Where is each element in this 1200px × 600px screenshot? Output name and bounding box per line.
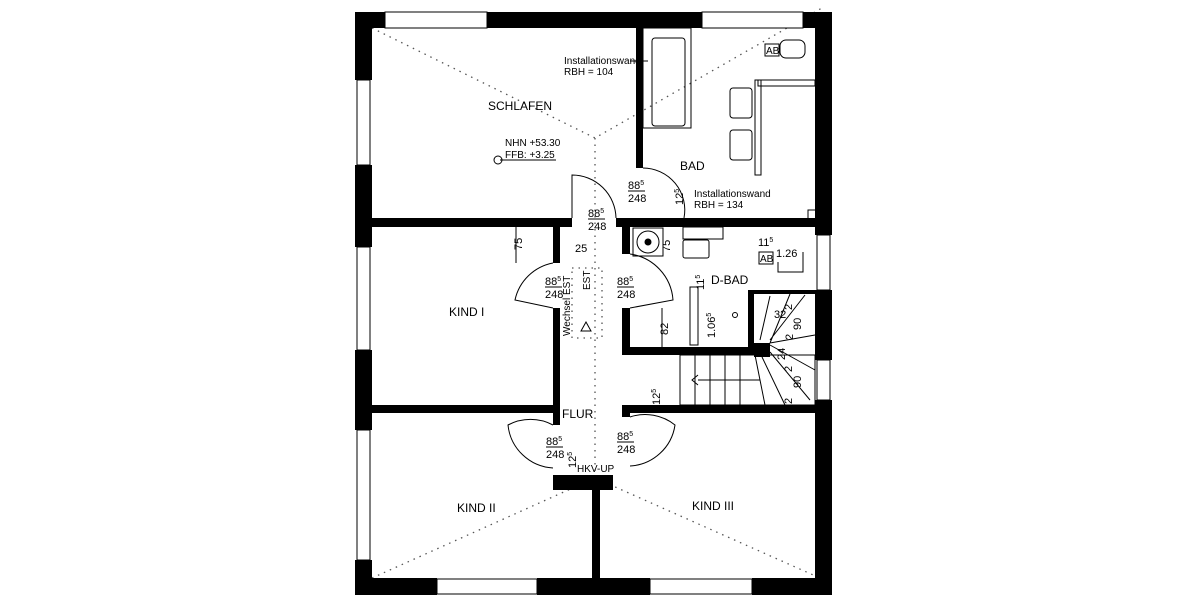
svg-text:1.065: 1.065 bbox=[706, 313, 718, 338]
room-label-bad: BAD bbox=[680, 159, 705, 173]
svg-text:90: 90 bbox=[792, 318, 804, 330]
svg-text:125: 125 bbox=[651, 389, 663, 405]
arrow-icon bbox=[580, 320, 592, 332]
window bbox=[701, 11, 804, 29]
window bbox=[356, 429, 371, 561]
svg-text:248: 248 bbox=[628, 193, 646, 205]
installation-wall-label: Installationswand bbox=[694, 189, 771, 200]
elevation-nhn: NHN +53.30 bbox=[505, 138, 561, 149]
bathtub bbox=[642, 27, 692, 129]
interior-walls bbox=[372, 28, 815, 578]
svg-text:885: 885 bbox=[546, 436, 562, 448]
elevation-ffb: FFB: +3.25 bbox=[505, 150, 555, 161]
svg-text:248: 248 bbox=[588, 221, 606, 233]
bathroom-fixtures bbox=[632, 27, 817, 346]
room-label-d-bad: D-BAD bbox=[711, 273, 749, 287]
svg-text:2: 2 bbox=[783, 304, 795, 310]
svg-text:32: 32 bbox=[774, 309, 786, 321]
window bbox=[816, 234, 831, 291]
sink bbox=[729, 87, 753, 119]
svg-text:125: 125 bbox=[567, 452, 579, 468]
svg-text:25: 25 bbox=[575, 243, 587, 255]
toilet bbox=[779, 39, 806, 59]
installation-wall-rbh: RBH = 134 bbox=[694, 200, 744, 211]
installation-wall-label: Installationswand bbox=[564, 56, 641, 67]
window bbox=[649, 578, 753, 595]
svg-text:2: 2 bbox=[783, 398, 795, 404]
svg-text:90: 90 bbox=[792, 376, 804, 388]
svg-text:115: 115 bbox=[758, 237, 773, 249]
est-label: EST bbox=[582, 271, 593, 290]
svg-text:1.26: 1.26 bbox=[776, 248, 797, 260]
svg-text:248: 248 bbox=[617, 444, 635, 456]
svg-text:2: 2 bbox=[783, 366, 795, 372]
room-label-kind-1: KIND I bbox=[449, 305, 484, 319]
svg-text:75: 75 bbox=[513, 238, 525, 250]
outer-walls bbox=[355, 11, 832, 595]
stair-opening bbox=[571, 267, 603, 339]
roof-lines bbox=[371, 7, 823, 579]
svg-text:115: 115 bbox=[695, 275, 707, 290]
room-label-kind-3: KIND III bbox=[692, 499, 734, 513]
svg-text:885: 885 bbox=[545, 276, 561, 288]
window bbox=[356, 79, 371, 166]
window bbox=[816, 359, 831, 401]
svg-text:248: 248 bbox=[617, 289, 635, 301]
installation-wall-rbh: RBH = 104 bbox=[564, 67, 614, 78]
svg-text:248: 248 bbox=[545, 289, 563, 301]
elevation-marker-icon bbox=[493, 155, 503, 165]
svg-text:75: 75 bbox=[661, 240, 673, 252]
svg-text:82: 82 bbox=[659, 323, 671, 335]
ab-label: AB bbox=[766, 46, 780, 57]
wechsel-est-label: Wechsel EST bbox=[562, 276, 573, 336]
dimensions: 75 25 125 75 115 1.26 115 82 1.065 125 1… bbox=[513, 189, 804, 468]
svg-text:2: 2 bbox=[784, 334, 796, 340]
svg-text:885: 885 bbox=[617, 431, 633, 443]
window bbox=[384, 11, 488, 29]
ab-label: AB bbox=[760, 254, 774, 265]
room-label-flur: FLUR bbox=[562, 407, 594, 421]
hkv-up-label: HKV-UP bbox=[577, 464, 615, 475]
room-label-kind-2: KIND II bbox=[457, 501, 496, 515]
svg-text:885: 885 bbox=[617, 276, 633, 288]
svg-text:885: 885 bbox=[628, 180, 644, 192]
shower bbox=[636, 230, 660, 254]
svg-text:125: 125 bbox=[674, 189, 686, 205]
svg-text:248: 248 bbox=[546, 449, 564, 461]
window bbox=[436, 578, 538, 595]
svg-text:24: 24 bbox=[776, 348, 788, 360]
room-label-schlafen: SCHLAFEN bbox=[488, 99, 552, 113]
window bbox=[356, 246, 371, 351]
sink bbox=[729, 129, 753, 161]
svg-text:885: 885 bbox=[588, 208, 604, 220]
staircase bbox=[679, 293, 816, 406]
